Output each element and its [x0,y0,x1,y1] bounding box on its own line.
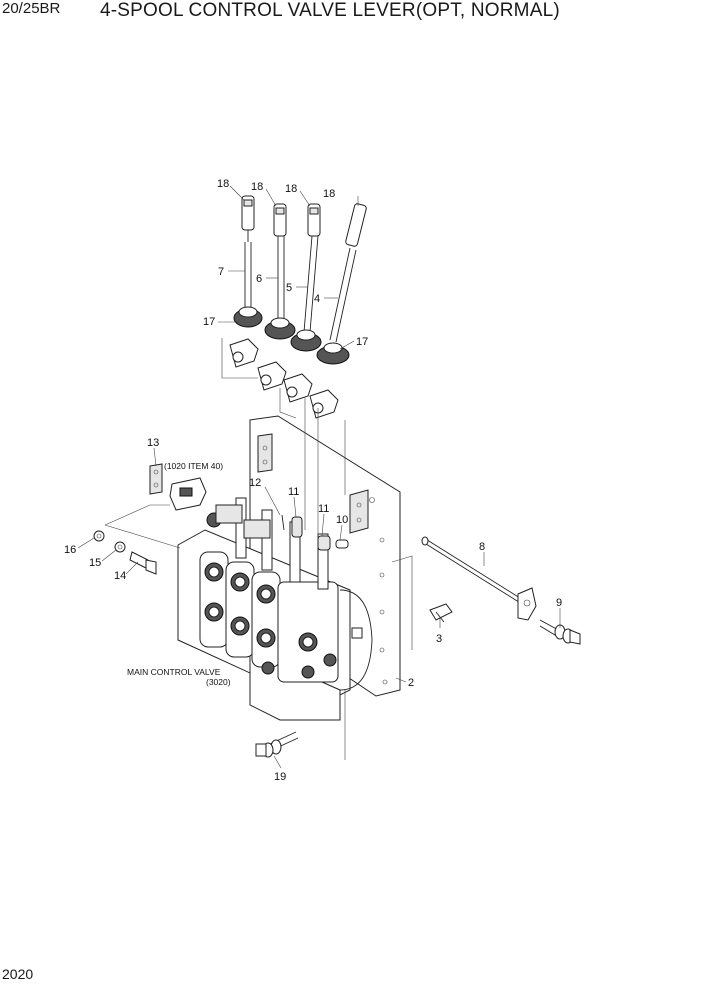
bolt-14 [129,551,157,575]
plate-bracket-upper [257,433,273,473]
main-control-valve [177,497,373,721]
model-code: 20/25BR [2,0,61,17]
control-lever-6 [257,203,296,391]
callout-6: 6 [256,273,262,285]
callout-labels: 18 18 18 18 7 6 5 4 17 17 13 12 11 11 10… [64,178,562,783]
pin-12 [281,514,285,531]
callout-10: 10 [336,514,348,526]
callout-9: 9 [556,597,562,609]
main-valve-ref: (3020) [206,677,231,687]
callout-18: 18 [323,188,335,200]
callout-11: 11 [288,486,299,498]
page-title: 4-SPOOL CONTROL VALVE LEVER(OPT, NORMAL) [100,0,560,21]
control-lever-7 [229,195,263,368]
callout-4: 4 [314,293,320,305]
callout-3: 3 [436,633,442,645]
callout-11: 11 [318,503,329,515]
bolt-3 [429,603,453,623]
pin-10 [335,539,349,549]
callout-19: 19 [274,771,286,783]
callout-13: 13 [147,437,159,449]
callout-15: 15 [89,557,101,569]
control-lever-5 [283,203,322,403]
callout-2: 2 [408,677,414,689]
callout-17: 17 [203,316,215,328]
link-11-right [317,535,331,551]
callout-17: 17 [356,336,368,348]
callout-12: 12 [249,477,261,489]
callout-18: 18 [285,183,297,195]
main-valve-note: MAIN CONTROL VALVE [127,667,221,677]
switch-bracket [149,463,207,511]
callout-16: 16 [64,544,76,556]
callout-18: 18 [217,178,229,190]
callout-14: 14 [114,570,126,582]
callout-8: 8 [479,541,485,553]
callout-7: 7 [218,266,224,278]
page-number: 2020 [2,966,34,982]
reference-notes: (1020 ITEM 40) MAIN CONTROL VALVE (3020) [127,461,231,687]
callout-18: 18 [251,181,263,193]
link-11-left [291,516,303,538]
ref-note-1020: (1020 ITEM 40) [164,461,223,471]
control-lever-4 [309,203,367,419]
link-rod [421,536,537,621]
washer-16 [93,530,105,542]
leader-lines [77,185,561,769]
assembly-guide-lines [104,338,413,760]
callout-5: 5 [286,282,292,294]
bolt-9 [539,619,581,645]
bolt-19 [255,731,299,758]
plate-bracket-right [349,489,369,534]
washer-15 [114,541,126,553]
